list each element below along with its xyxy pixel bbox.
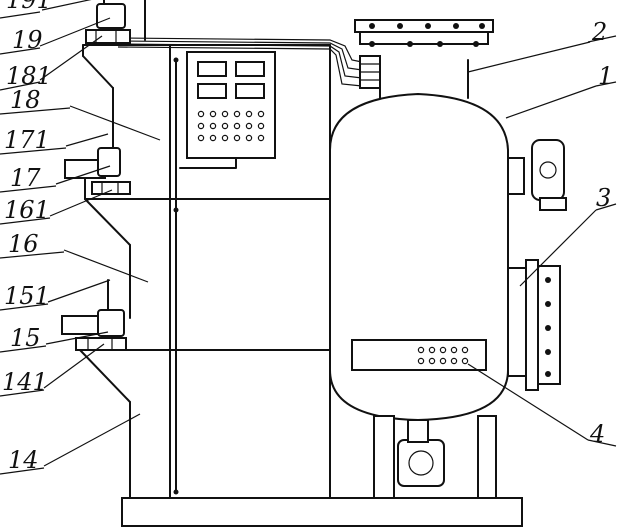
- panel-button-grid: [197, 110, 265, 142]
- control-panel: [179, 51, 276, 169]
- label-191: 191: [6, 0, 52, 14]
- label-14: 14: [8, 446, 39, 474]
- label-18: 18: [10, 86, 41, 114]
- base-plate: [121, 497, 523, 527]
- label-161: 161: [4, 196, 50, 224]
- label-141: 141: [2, 368, 48, 396]
- label-15: 15: [10, 324, 41, 352]
- tank-panel: [351, 339, 487, 371]
- device-15: [61, 279, 127, 351]
- device-17: [64, 87, 131, 195]
- side-flange-3: [507, 259, 561, 391]
- label-19: 19: [12, 26, 43, 54]
- label-4: 4: [589, 420, 605, 448]
- label-151: 151: [4, 282, 50, 310]
- cable-bundle: [117, 37, 381, 89]
- label-181: 181: [6, 62, 52, 90]
- leader-lines: [0, 0, 617, 475]
- device-19: [85, 0, 131, 44]
- side-motor: [507, 139, 567, 211]
- label-2: 2: [591, 18, 607, 46]
- label-3: 3: [596, 184, 611, 212]
- label-171: 171: [4, 126, 50, 154]
- label-16: 16: [8, 230, 39, 258]
- tank-legs: [373, 415, 497, 499]
- label-1: 1: [598, 62, 613, 90]
- tank: [329, 19, 509, 422]
- label-17: 17: [10, 164, 41, 192]
